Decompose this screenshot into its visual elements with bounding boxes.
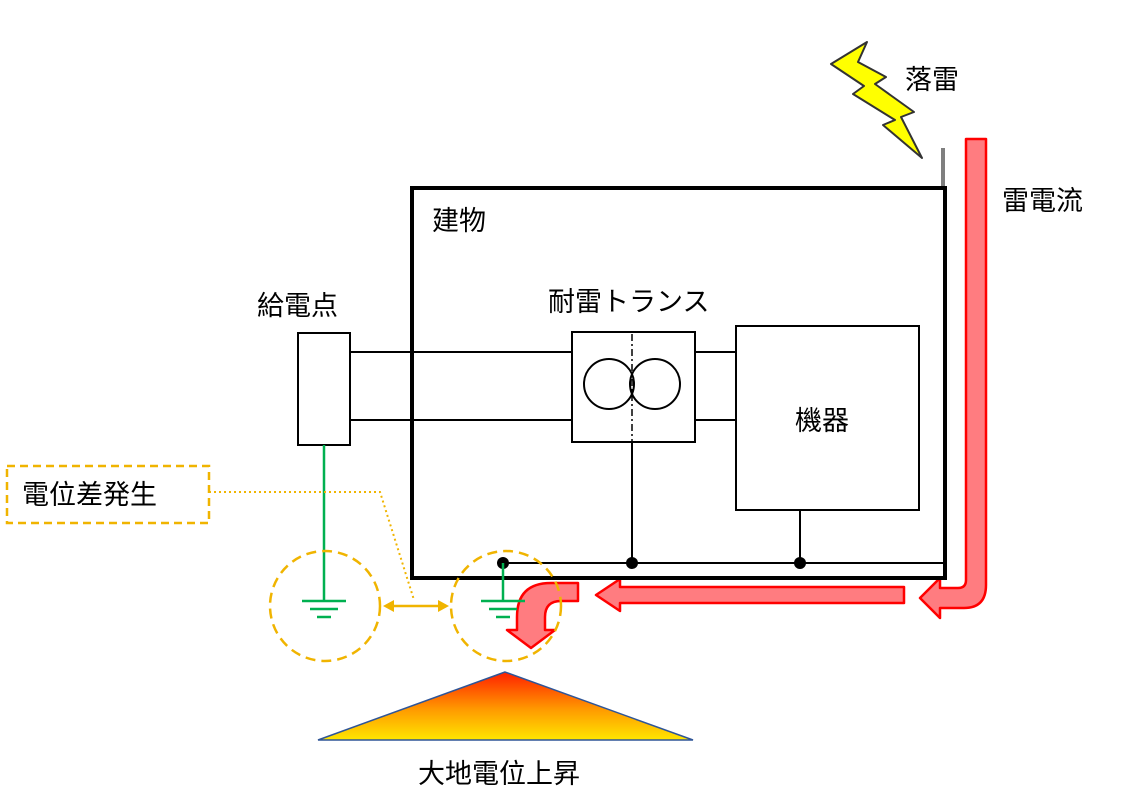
ground-potential-rise-label: 大地電位上昇 bbox=[418, 759, 580, 790]
lightning-current-arrow bbox=[918, 137, 988, 620]
building-outline bbox=[410, 186, 947, 580]
lightning-current-label: 雷電流 bbox=[1002, 186, 1083, 217]
ground-potential-rise-triangle bbox=[317, 671, 694, 741]
ground-symbol-icon bbox=[302, 599, 346, 619]
transformer-symbol-icon bbox=[583, 334, 681, 442]
lightning-bolt-icon bbox=[830, 41, 923, 159]
potential-difference-callout bbox=[5, 464, 211, 525]
bus-junction-transformer bbox=[626, 557, 638, 569]
building-ground-zone bbox=[449, 549, 563, 663]
callout-leader bbox=[209, 491, 415, 601]
ground-symbol-icon bbox=[481, 599, 525, 619]
equipment-box bbox=[735, 325, 920, 511]
potential-difference-label: 電位差発生 bbox=[22, 480, 157, 511]
ground-current-arrow bbox=[594, 577, 906, 613]
potential-difference-arrow bbox=[383, 600, 449, 612]
feed-point-ground-zone bbox=[268, 549, 382, 663]
equipment-label: 機器 bbox=[795, 406, 849, 437]
feed-point-box bbox=[297, 332, 351, 446]
building-label: 建物 bbox=[432, 206, 486, 237]
ground-entry-arrow bbox=[505, 581, 580, 650]
feed-point-label: 給電点 bbox=[257, 291, 338, 322]
transformer-label: 耐雷トランス bbox=[548, 287, 709, 318]
lightning-strike-label: 落雷 bbox=[905, 65, 959, 96]
bus-junction-equipment bbox=[794, 557, 806, 569]
